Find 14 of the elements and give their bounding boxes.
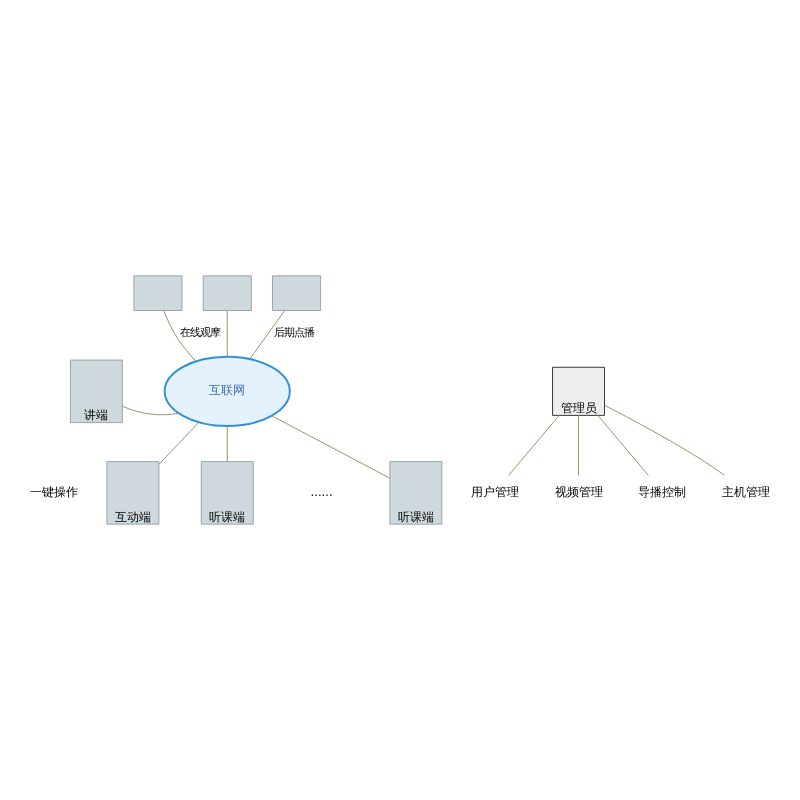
connector [226, 425, 228, 463]
node-box [202, 275, 252, 311]
connector [226, 310, 228, 358]
connector [163, 310, 197, 362]
connector [271, 415, 391, 479]
connector [249, 310, 285, 360]
connector [508, 414, 560, 476]
node-box [272, 275, 322, 311]
node-box [133, 275, 183, 311]
connector [158, 421, 200, 465]
connector [597, 414, 649, 476]
connector [121, 405, 179, 416]
connector [578, 414, 579, 476]
connector [604, 404, 725, 476]
